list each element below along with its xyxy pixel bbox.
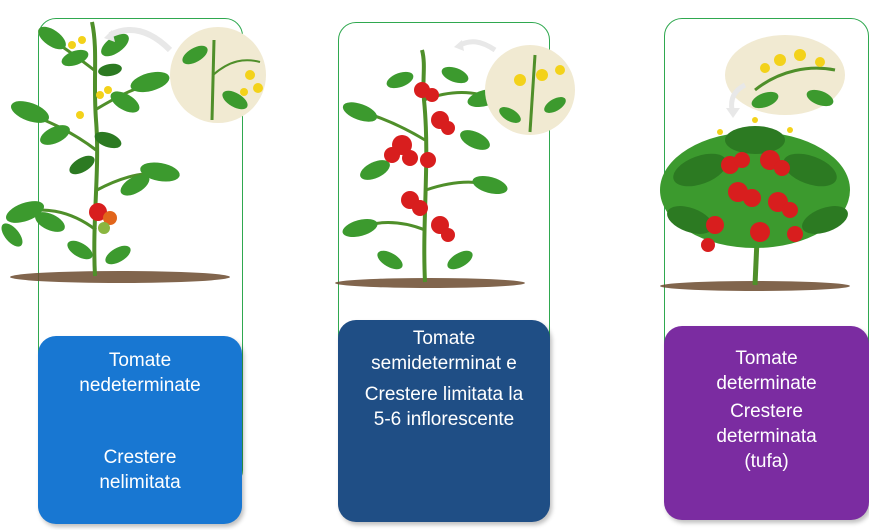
semideterminate-tomato-plant-illustration: [335, 39, 575, 288]
determinate-tomato-plant-illustration: [660, 35, 850, 291]
label-box-determinate: Tomate determinate Crestere determinata …: [664, 326, 869, 520]
label-box-indeterminate: Tomate nedeterminate Crestere nelimitata: [38, 336, 242, 524]
indeterminate-tomato-plant-illustration: [1, 21, 266, 283]
growth-label: Crestere determinata (tufa): [716, 401, 817, 472]
growth-label: Crestere nelimitata: [99, 447, 181, 493]
growth-label: Crestere limitata la 5-6 inflorescente: [364, 384, 524, 430]
type-label: Tomate nedeterminate: [79, 350, 201, 396]
type-label: Tomate determinate: [716, 348, 817, 394]
type-label: Tomate semideterminat e: [371, 328, 517, 374]
label-box-semideterminate: Tomate semideterminat e Crestere limitat…: [338, 320, 550, 522]
